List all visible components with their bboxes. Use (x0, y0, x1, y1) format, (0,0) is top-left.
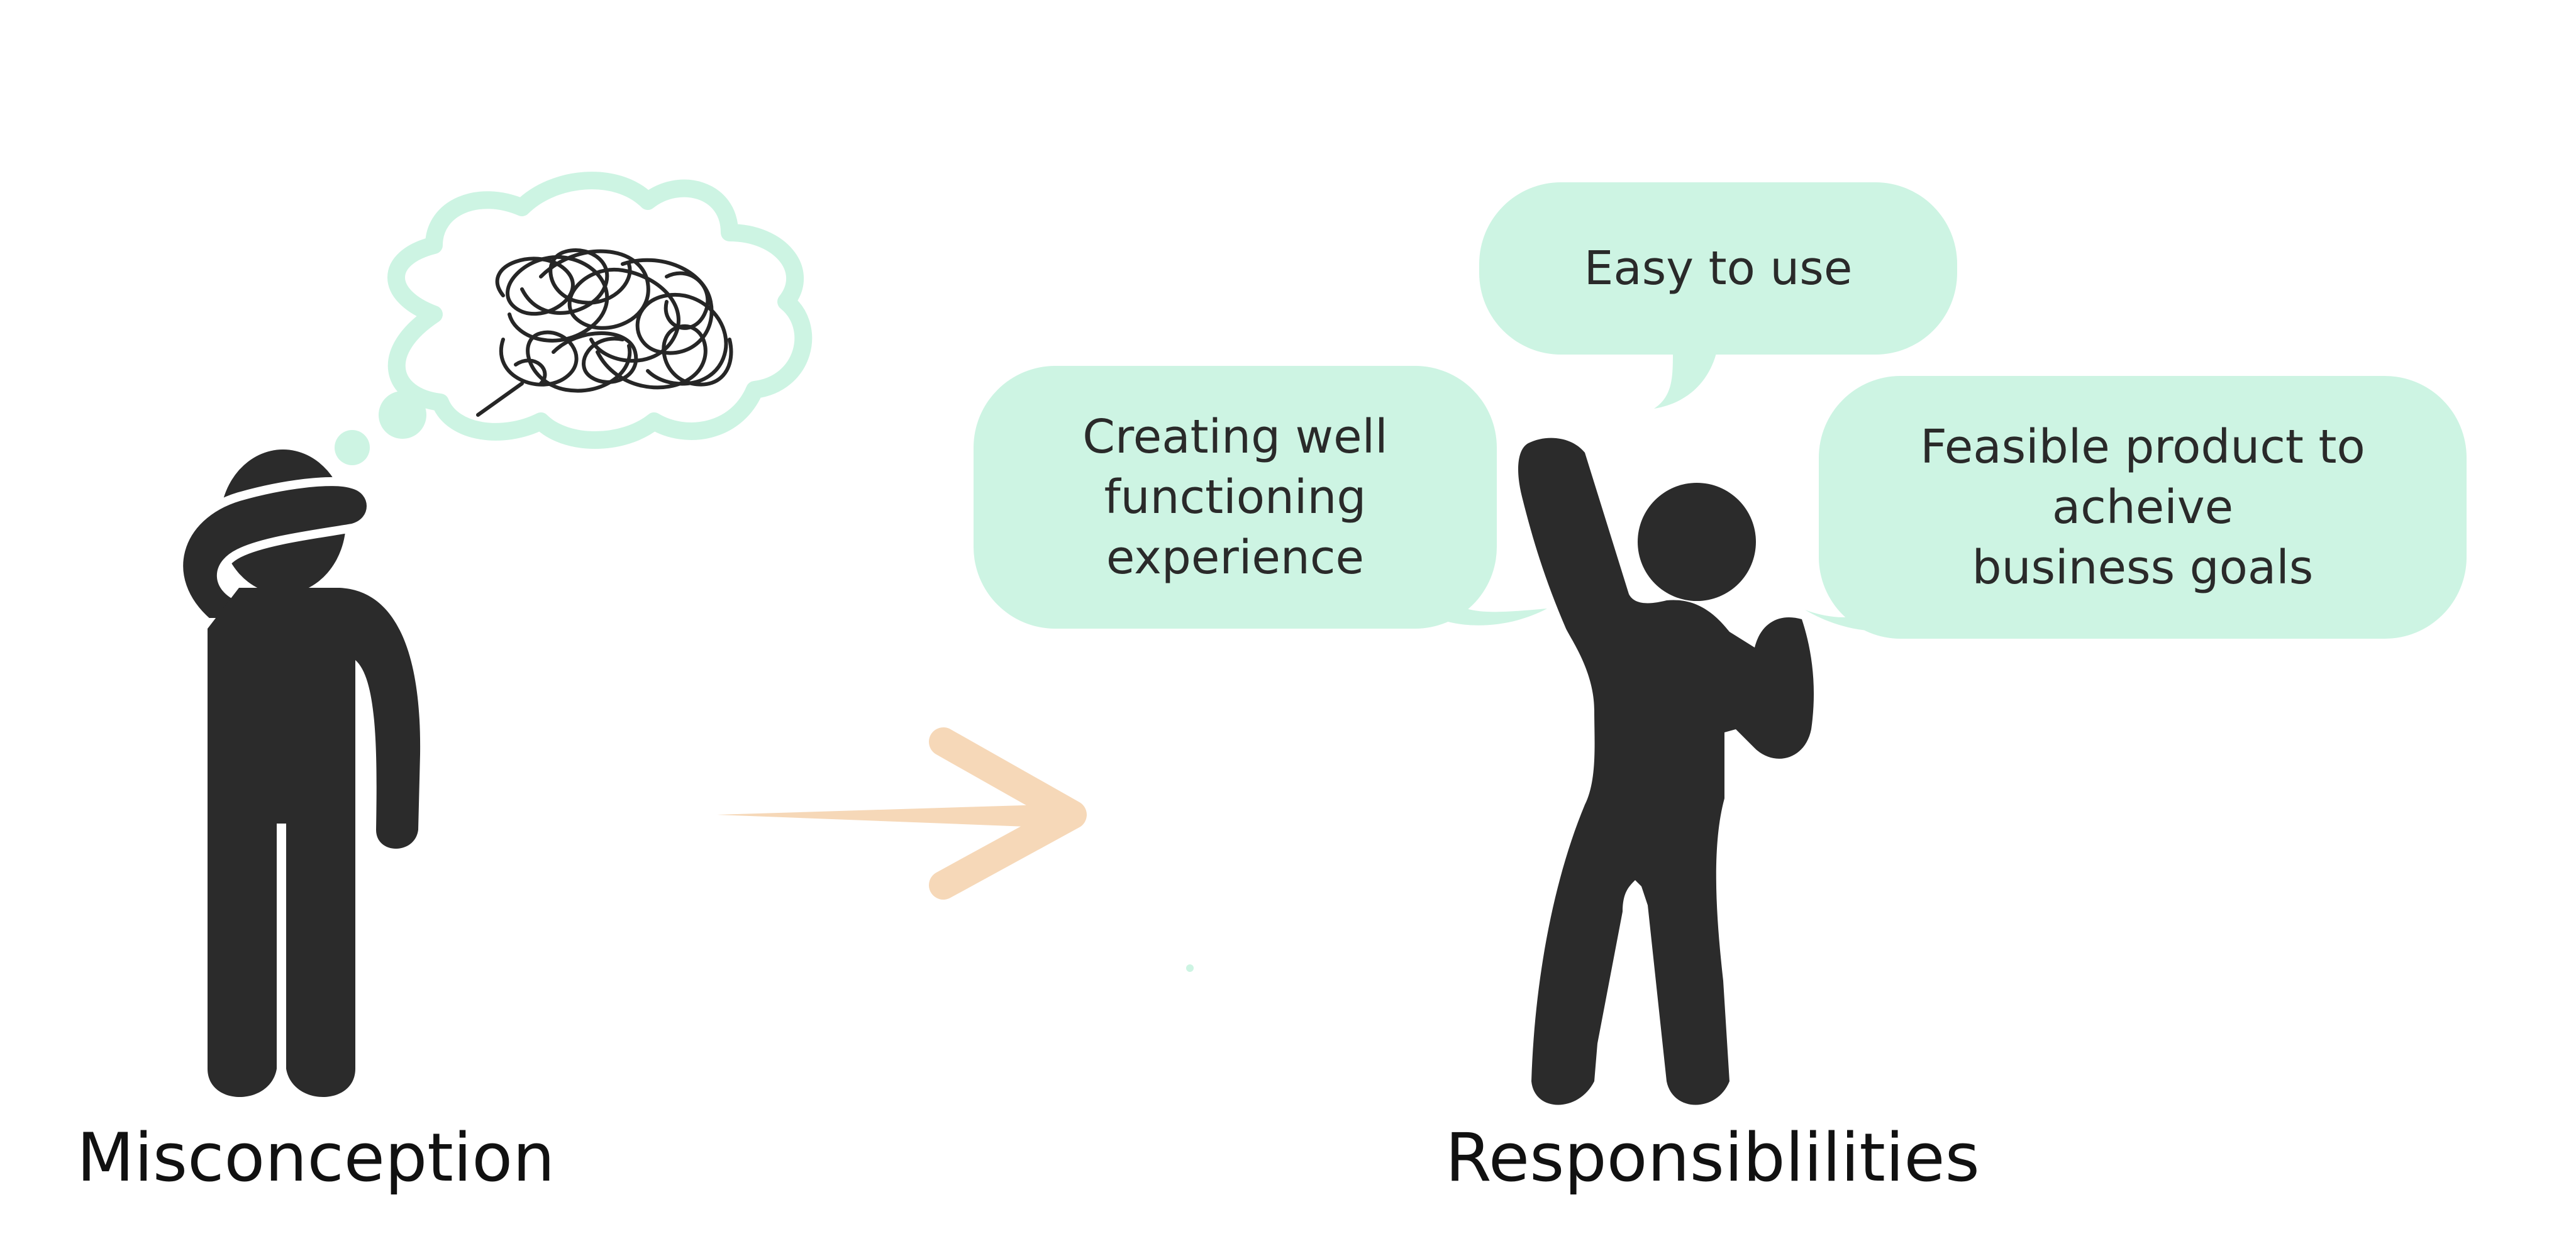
bubble-text-feasible: Feasible product to acheive business goa… (1920, 420, 2365, 595)
bubble-text-easy-to-use: Easy to use (1584, 241, 1853, 295)
responsibilities-label: Responsiblilities (1445, 1119, 1980, 1196)
thought-cloud-icon (335, 172, 813, 465)
misconception-label: Misconception (77, 1119, 555, 1196)
speech-bubble-easy-to-use: Easy to use (1479, 182, 1957, 355)
arrow-right-icon (717, 727, 1087, 900)
bubble-tail-creating (1440, 597, 1547, 626)
bubble-tail-easy (1654, 351, 1717, 409)
bubble-text-creating: Creating well functioning experience (1082, 410, 1388, 585)
confused-person-icon (174, 449, 421, 1097)
small-dot (1186, 964, 1194, 972)
raising-hand-person-icon (1518, 438, 1814, 1105)
speech-bubble-feasible: Feasible product to acheive business goa… (1819, 376, 2467, 639)
speech-bubble-creating: Creating well functioning experience (974, 366, 1497, 629)
tangled-scribble-icon (476, 248, 733, 417)
